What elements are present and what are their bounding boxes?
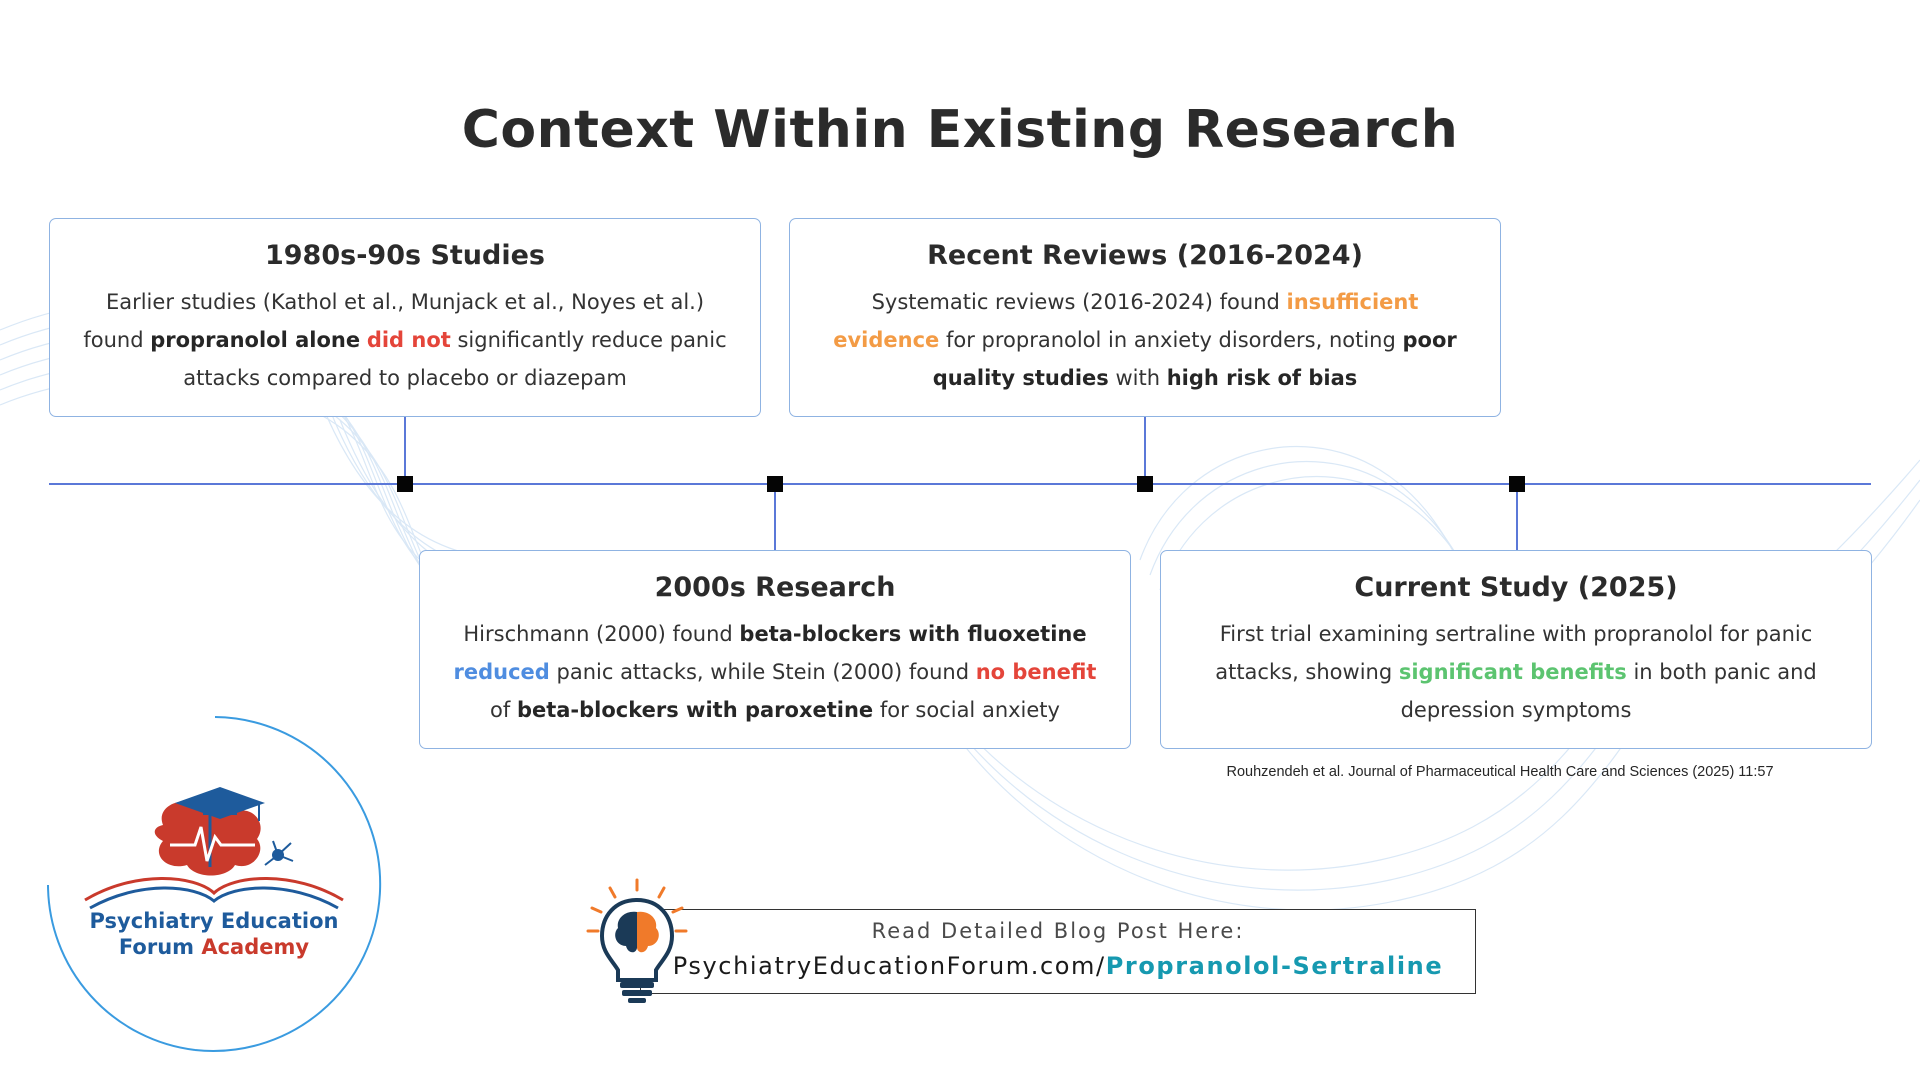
body-text: First trial examining sertraline with pr… — [1215, 622, 1813, 684]
card-title: 2000s Research — [654, 572, 896, 603]
card-title: 1980s-90s Studies — [264, 240, 545, 271]
highlight-text: propranolol alone — [150, 328, 361, 352]
logo-line-2: Forum Academy — [118, 935, 310, 959]
card-1980s-90s-studies: 1980s-90s Studies Earlier studies (Katho… — [49, 218, 761, 417]
logo-text: Psychiatry Education Forum Academy — [45, 908, 383, 960]
highlight-text: beta-blockers with paroxetine — [516, 698, 874, 722]
body-text: Hirschmann (2000) found — [463, 622, 740, 646]
blog-label: Read Detailed Blog Post Here: — [871, 919, 1245, 943]
body-text: in both panic and depression symptoms — [1400, 660, 1817, 722]
highlight-text: did not — [366, 328, 451, 352]
page-title: Context Within Existing Research — [461, 100, 1459, 160]
card-current-study: Current Study (2025) First trial examini… — [1160, 550, 1872, 749]
timeline-marker-4 — [1509, 476, 1525, 492]
card-body: First trial examining sertraline with pr… — [1187, 615, 1845, 729]
lightbulb-brain-icon — [586, 878, 688, 1003]
card-title: Recent Reviews (2016-2024) — [927, 240, 1363, 271]
highlight-text: significant benefits — [1398, 660, 1627, 684]
academy-logo: Psychiatry Education Forum Academy — [45, 715, 383, 1053]
card-body: Earlier studies (Kathol et al., Munjack … — [76, 283, 734, 397]
body-text: for propranolol in anxiety disorders, no… — [939, 328, 1403, 352]
highlight-text: high risk of bias — [1166, 366, 1358, 390]
body-text: with — [1108, 366, 1167, 390]
blog-link-box[interactable]: Read Detailed Blog Post Here: Psychiatry… — [640, 909, 1476, 994]
timeline-marker-1 — [397, 476, 413, 492]
body-text: for social anxiety — [873, 698, 1060, 722]
card-title: Current Study (2025) — [1354, 572, 1678, 603]
card-body: Hirschmann (2000) found beta-blockers wi… — [446, 615, 1104, 729]
blog-url-path: Propranolol-Sertraline — [1105, 952, 1444, 980]
card-body: Systematic reviews (2016-2024) found ins… — [816, 283, 1474, 397]
body-text: significantly reduce panic attacks compa… — [183, 328, 727, 390]
highlight-text: poor quality studies — [932, 328, 1457, 390]
connector-2 — [774, 483, 776, 550]
timeline-line — [49, 483, 1871, 485]
timeline-marker-3 — [1137, 476, 1153, 492]
highlight-text: beta-blockers with fluoxetine — [739, 622, 1087, 646]
logo-circle — [47, 716, 382, 1052]
blog-url-link[interactable]: PsychiatryEducationForum.com/Propranolol… — [641, 952, 1475, 980]
card-recent-reviews: Recent Reviews (2016-2024) Systematic re… — [789, 218, 1501, 417]
body-text: Earlier studies (Kathol et al., Munjack … — [83, 290, 705, 352]
timeline-marker-2 — [767, 476, 783, 492]
logo-line-1: Psychiatry Education — [89, 909, 339, 933]
highlight-text: reduced — [453, 660, 550, 684]
body-text: of — [490, 698, 517, 722]
graduation-cap-brain-icon — [154, 787, 294, 876]
citation: Rouhzendeh et al. Journal of Pharmaceuti… — [1226, 764, 1774, 780]
blog-url-domain: PsychiatryEducationForum.com/ — [672, 952, 1106, 980]
card-2000s-research: 2000s Research Hirschmann (2000) found b… — [419, 550, 1131, 749]
connector-1 — [404, 417, 406, 483]
body-text — [360, 328, 367, 352]
highlight-text: no benefit — [975, 660, 1097, 684]
connector-4 — [1516, 483, 1518, 550]
highlight-text: insufficient evidence — [833, 290, 1419, 352]
body-text: Systematic reviews (2016-2024) found — [871, 290, 1287, 314]
connector-3 — [1144, 417, 1146, 483]
body-text: panic attacks, while Stein (2000) found — [549, 660, 976, 684]
